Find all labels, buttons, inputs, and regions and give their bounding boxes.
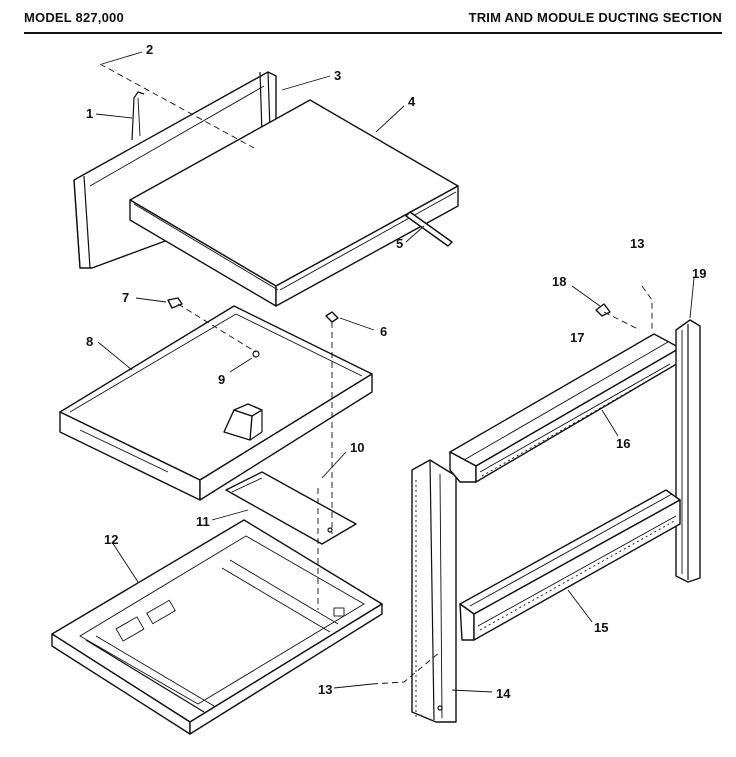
callout-12: 12 — [104, 532, 118, 547]
leader-lines — [95, 51, 695, 693]
vertical-post — [675, 319, 701, 583]
upper-duct-channel — [449, 333, 681, 483]
assembly-lines — [99, 63, 653, 720]
top-cover-panel — [129, 99, 459, 307]
side-trim-strip — [411, 459, 457, 723]
callout-labels: 1 2 3 4 5 6 7 8 9 10 11 12 13 13 14 15 1… — [86, 42, 706, 701]
bracket-part-1 — [131, 91, 145, 141]
callout-8: 8 — [86, 334, 93, 349]
callout-9: 9 — [218, 372, 225, 387]
lower-duct-channel — [459, 489, 681, 641]
callout-7: 7 — [122, 290, 129, 305]
header-rule — [24, 32, 722, 34]
fastener-part-7 — [167, 297, 183, 309]
callout-6: 6 — [380, 324, 387, 339]
callout-4: 4 — [408, 94, 416, 109]
callout-18: 18 — [552, 274, 566, 289]
callout-3: 3 — [334, 68, 341, 83]
model-number: MODEL 827,000 — [24, 10, 124, 25]
callout-2: 2 — [146, 42, 153, 57]
support-rod — [405, 211, 453, 247]
callout-11: 11 — [196, 514, 210, 529]
callout-19: 19 — [692, 266, 706, 281]
callout-14: 14 — [496, 686, 511, 701]
section-title: TRIM AND MODULE DUCTING SECTION — [468, 10, 722, 25]
drip-tray — [59, 305, 373, 501]
callout-10: 10 — [350, 440, 364, 455]
callout-16: 16 — [616, 436, 630, 451]
callout-5: 5 — [396, 236, 403, 251]
callout-13-upper: 13 — [630, 236, 644, 251]
cover-plate — [225, 471, 357, 545]
clip-part-6 — [325, 311, 339, 323]
base-frame — [51, 519, 383, 735]
callout-13-lower: 13 — [318, 682, 332, 697]
callout-17: 17 — [570, 330, 584, 345]
callout-1: 1 — [86, 106, 93, 121]
callout-15: 15 — [594, 620, 608, 635]
